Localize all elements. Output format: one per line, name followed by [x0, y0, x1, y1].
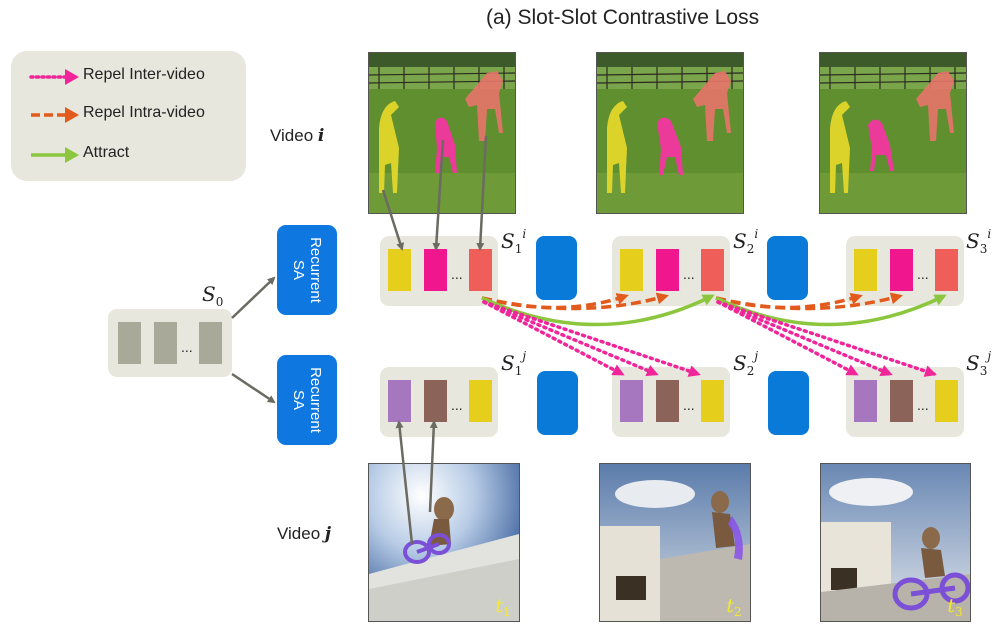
time-label-t2: t2 [726, 595, 741, 619]
initial-slots-label: S0 [202, 282, 224, 309]
slot [656, 249, 679, 291]
slot [935, 249, 958, 291]
slot [620, 249, 643, 291]
repel-inter-arrow [716, 300, 937, 377]
ellipsis: ... [917, 266, 929, 282]
figure-title: (a) Slot-Slot Contrastive Loss [486, 6, 760, 29]
slot [424, 249, 447, 291]
legend-label: Repel Intra-video [83, 104, 205, 121]
slot-set-label-j-2: S2j [733, 349, 759, 378]
repel-intra-arrow [715, 292, 903, 311]
slot [388, 380, 411, 422]
time-label-t3: t3 [947, 595, 962, 619]
dashed-arrow-icon [31, 107, 79, 123]
memory-block [537, 371, 578, 435]
attract-arrow [715, 294, 947, 327]
ellipsis: ... [181, 339, 193, 355]
arrow-feature-to-slot [428, 420, 438, 513]
slot-set-label-j-1: S1j [501, 349, 527, 378]
attract-arrow [481, 294, 715, 327]
dotted-arrow-icon [29, 69, 79, 85]
slot [620, 380, 643, 422]
slot-set-j-2: ... [612, 367, 730, 437]
repel-inter-arrow [482, 300, 701, 377]
legend-label: Repel Inter-video [83, 66, 205, 83]
slot [199, 322, 222, 364]
slot-set-label-i-1: S1i [501, 227, 527, 256]
slot [854, 249, 877, 291]
slot-set-label-i-2: S2i [733, 227, 759, 256]
slot [118, 322, 141, 364]
repel-inter-arrow [482, 300, 625, 376]
repel-inter-arrow [716, 300, 859, 376]
legend-item-attract: Attract [11, 143, 246, 167]
memory-block [536, 236, 577, 300]
slot [935, 380, 958, 422]
slot [469, 249, 492, 291]
arrow-feature-to-slot [395, 420, 414, 545]
video-j-frame-1: t1 [368, 463, 520, 622]
arrow-s0-to-sa-j [231, 372, 276, 404]
initial-slot-set: ... [108, 309, 232, 377]
arrow-feature-to-slot [476, 135, 488, 251]
legend-item-repel-inter: Repel Inter-video [11, 65, 246, 89]
repel-intra-arrow [481, 292, 669, 311]
video-j-label: Video j [277, 524, 332, 544]
slot [388, 249, 411, 291]
memory-block [768, 371, 809, 435]
video-i-frame-1 [368, 52, 516, 214]
arrow-s0-to-sa-i [231, 276, 276, 319]
ellipsis: ... [451, 266, 463, 282]
slot [656, 380, 679, 422]
video-i-frame-2 [596, 52, 744, 214]
slot [701, 249, 724, 291]
slot [854, 380, 877, 422]
arrow-feature-to-slot [432, 139, 445, 251]
ellipsis: ... [917, 397, 929, 413]
arrow-feature-to-slot [381, 189, 404, 251]
repel-inter-arrow [482, 300, 659, 377]
legend: Repel Inter-video Repel Intra-video Attr… [11, 51, 246, 181]
solid-arrow-icon [31, 147, 79, 163]
memory-block [767, 236, 808, 300]
slot-set-label-j-3: S3j [966, 349, 992, 378]
slot [890, 249, 913, 291]
video-j-frame-2: t2 [599, 463, 751, 622]
slot-set-i-3: ... [846, 236, 964, 306]
slot [154, 322, 177, 364]
legend-item-repel-intra: Repel Intra-video [11, 103, 246, 127]
slot [701, 380, 724, 422]
video-i-label: Video i [270, 126, 325, 146]
ellipsis: ... [451, 397, 463, 413]
repel-inter-arrow [716, 300, 893, 377]
legend-label: Attract [83, 144, 130, 161]
slot-set-j-3: ... [846, 367, 964, 437]
slot-set-label-i-3: S3i [966, 227, 992, 256]
video-j-frame-3: t3 [820, 463, 971, 622]
ellipsis: ... [683, 397, 695, 413]
slot [890, 380, 913, 422]
slot [424, 380, 447, 422]
ellipsis: ... [683, 266, 695, 282]
slot-set-i-2: ... [612, 236, 730, 306]
slot [469, 380, 492, 422]
video-i-frame-3 [819, 52, 967, 214]
time-label-t1: t1 [495, 595, 510, 619]
